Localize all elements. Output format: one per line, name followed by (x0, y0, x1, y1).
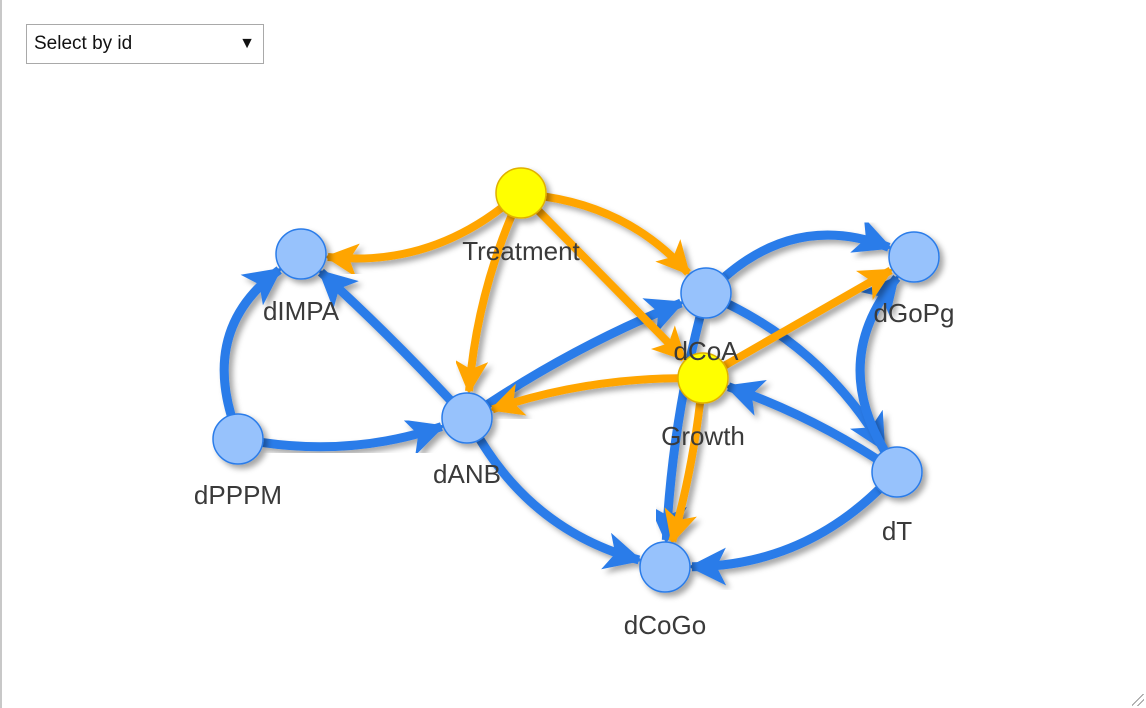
node-Growth[interactable]: Growth (661, 352, 745, 451)
node-circle-Growth[interactable] (677, 352, 729, 404)
window-left-border (0, 0, 2, 708)
node-label-dCoA: dCoA (673, 336, 739, 366)
node-dT[interactable]: dT (871, 446, 923, 546)
node-circle-dCoA[interactable] (680, 267, 732, 319)
node-label-dCoGo: dCoGo (624, 610, 706, 640)
edge-dCoA-to-dGoPg[interactable] (721, 217, 893, 281)
node-circle-dANB[interactable] (441, 392, 493, 444)
edge-dT-to-Growth[interactable] (724, 380, 879, 463)
edge-dPPPM-to-dIMPA[interactable] (219, 266, 283, 417)
node-dCoA[interactable]: dCoA (673, 267, 739, 366)
node-label-dANB: dANB (433, 459, 501, 489)
node-circle-dT[interactable] (871, 446, 923, 498)
node-dPPPM[interactable]: dPPPM (194, 413, 282, 510)
edges-layer (219, 192, 901, 586)
node-label-dT: dT (882, 516, 912, 546)
edge-dANB-to-dIMPA[interactable] (317, 268, 454, 403)
node-dANB[interactable]: dANB (433, 392, 501, 489)
node-label-dPPPM: dPPPM (194, 480, 282, 510)
resize-handle-icon[interactable] (1132, 694, 1144, 706)
node-circle-dGoPg[interactable] (888, 231, 940, 283)
edge-Growth-to-dCoGo[interactable] (664, 402, 705, 545)
dropdown-arrow-icon: ▼ (239, 35, 255, 52)
node-label-Treatment: Treatment (462, 236, 580, 266)
edge-dPPPM-to-dANB[interactable] (262, 419, 446, 456)
node-dGoPg[interactable]: dGoPg (874, 231, 955, 328)
node-label-dGoPg: dGoPg (874, 298, 955, 328)
node-circle-Treatment[interactable] (495, 167, 547, 219)
node-dCoGo[interactable]: dCoGo (624, 541, 706, 640)
edge-Treatment-to-dCoA[interactable] (545, 192, 691, 276)
edge-dT-to-dCoGo[interactable] (688, 486, 883, 586)
select-by-id-label: Select by id (34, 33, 133, 54)
edge-Growth-to-dGoPg[interactable] (722, 266, 894, 370)
node-label-Growth: Growth (661, 421, 745, 451)
edge-Treatment-to-dIMPA[interactable] (324, 204, 504, 277)
select-by-id-dropdown[interactable]: Select by id ▼ (26, 24, 264, 64)
edge-dANB-to-dCoGo[interactable] (476, 437, 643, 570)
node-circle-dCoGo[interactable] (639, 541, 691, 593)
node-circle-dIMPA[interactable] (275, 228, 327, 280)
node-circle-dPPPM[interactable] (212, 413, 264, 465)
edge-Treatment-to-Growth[interactable] (535, 208, 687, 362)
node-label-dIMPA: dIMPA (263, 296, 340, 326)
edge-Growth-to-dANB[interactable] (489, 374, 679, 416)
node-Treatment[interactable]: Treatment (462, 167, 581, 266)
edge-Treatment-to-dANB[interactable] (454, 214, 516, 395)
node-dIMPA[interactable]: dIMPA (263, 228, 340, 326)
